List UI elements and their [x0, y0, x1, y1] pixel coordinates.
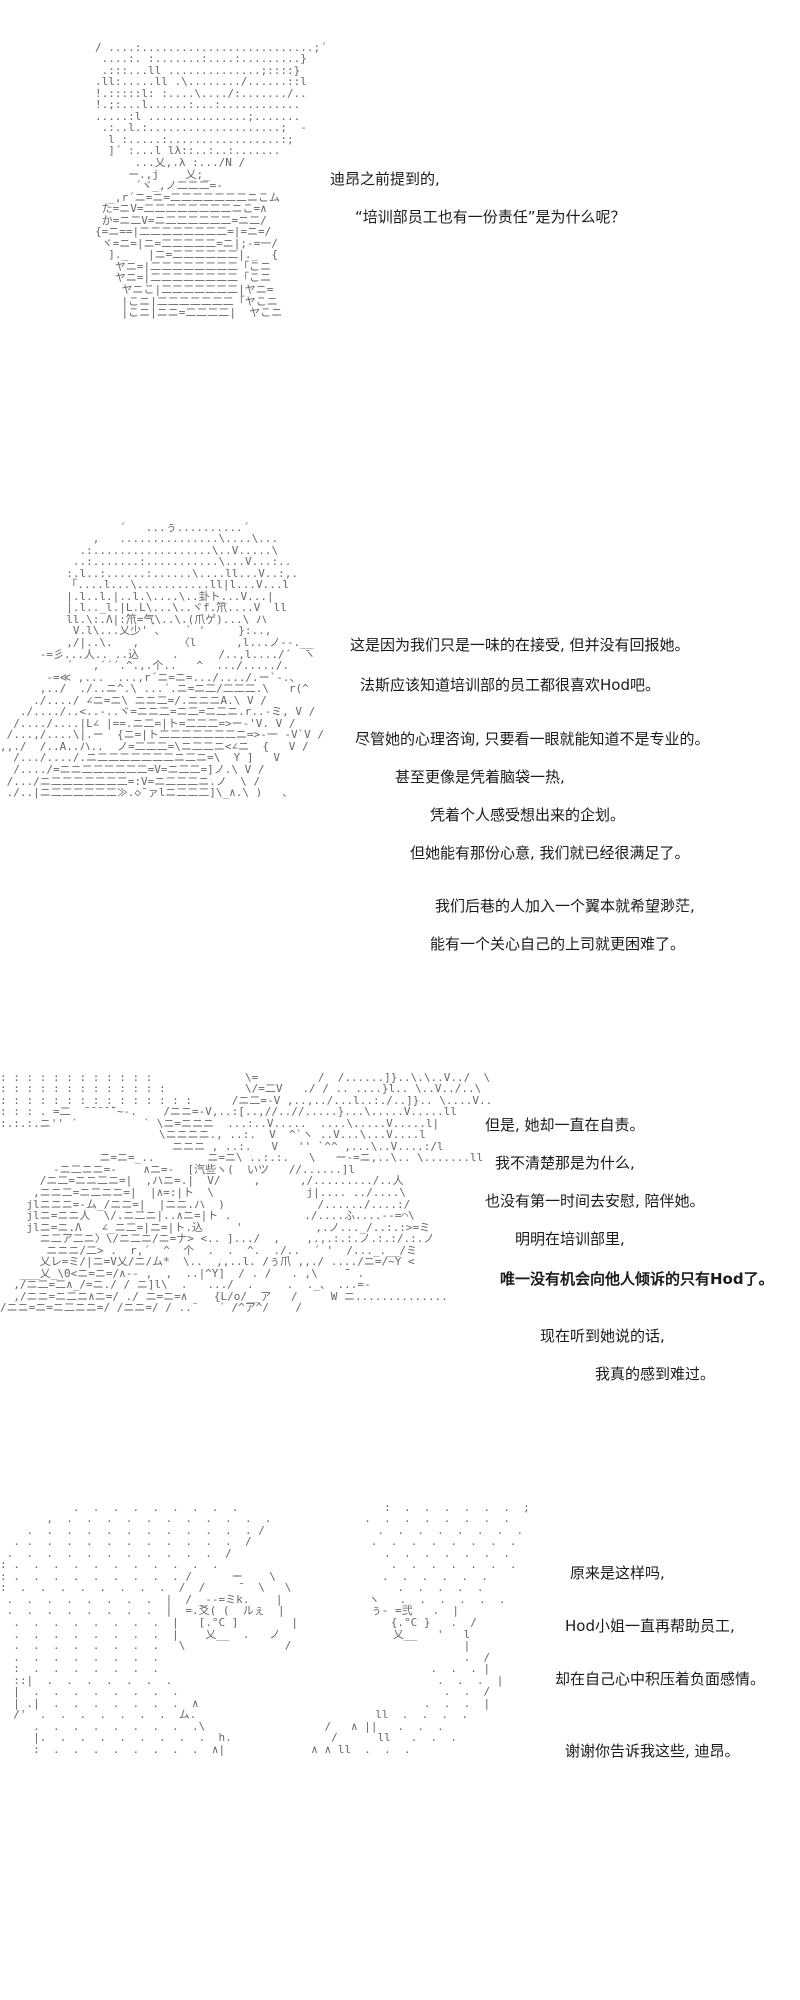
dialogue-line: 能有一个关心自己的上司就更困难了。: [430, 935, 686, 953]
panel-2: ´ ...ぅ..........´ , ...............\....…: [0, 510, 800, 980]
dialogue-line: 我们后巷的人加入一个翼本就希望渺茫,: [435, 897, 695, 915]
dialogue-line: Hod小姐一直再帮助员工,: [565, 1617, 735, 1635]
dialogue-line: 凭着个人感受想出来的企划。: [430, 806, 626, 824]
dialogue-line-emphasis: 唯一没有机会向他人倾诉的只有Hod了。: [500, 1270, 774, 1288]
ascii-art-figure-3: : : : : : : : : : : : : \= / /......]}..…: [0, 1070, 490, 1315]
dialogue-line: 迪昂之前提到的,: [330, 170, 440, 188]
dialogue-line: 现在听到她说的话,: [540, 1327, 665, 1345]
dialogue-line: “培训部员工也有一份责任”是为什么呢？: [355, 208, 626, 226]
dialogue-line: 尽管她的心理咨询, 只要看一眼就能知道不是专业的。: [355, 730, 710, 748]
panel-4: . . . . . . . . . : . . . . . . ; , . . …: [0, 1490, 800, 1970]
dialogue-line: 这是因为我们只是一味的在接受, 但并没有回报她。: [350, 636, 690, 654]
panel-3: : : : : : : : : : : : : \= / /......]}..…: [0, 1060, 800, 1430]
panel-1: / ....:..........................;´ ....…: [0, 0, 800, 480]
dialogue-line: 但她能有那份心意, 我们就已经很满足了。: [410, 844, 690, 862]
ascii-art-figure-4: . . . . . . . . . : . . . . . . ; , . . …: [0, 1500, 530, 1757]
dialogue-line: 谢谢你告诉我这些, 迪昂。: [565, 1742, 740, 1760]
dialogue-line: 原来是这样吗,: [570, 1564, 665, 1582]
dialogue-line: 却在自己心中积压着负面感情。: [555, 1670, 766, 1688]
dialogue-line: 我真的感到难过。: [595, 1365, 716, 1383]
dialogue-line: 但是, 她却一直在自责。: [485, 1116, 645, 1134]
dialogue-line: 也没有第一时间去安慰, 陪伴她。: [485, 1192, 705, 1210]
dialogue-line: 明明在培训部里,: [515, 1230, 625, 1248]
dialogue-line: 我不清楚那是为什么,: [495, 1154, 635, 1172]
dialogue-line: 法斯应该知道培训部的员工都很喜欢Hod吧。: [360, 676, 660, 694]
ascii-art-figure-2: ´ ...ぅ..........´ , ...............\....…: [0, 520, 325, 800]
ascii-art-figure-1: / ....:..........................;´ ....…: [95, 40, 327, 320]
dialogue-line: 甚至更像是凭着脑袋一热,: [395, 768, 565, 786]
